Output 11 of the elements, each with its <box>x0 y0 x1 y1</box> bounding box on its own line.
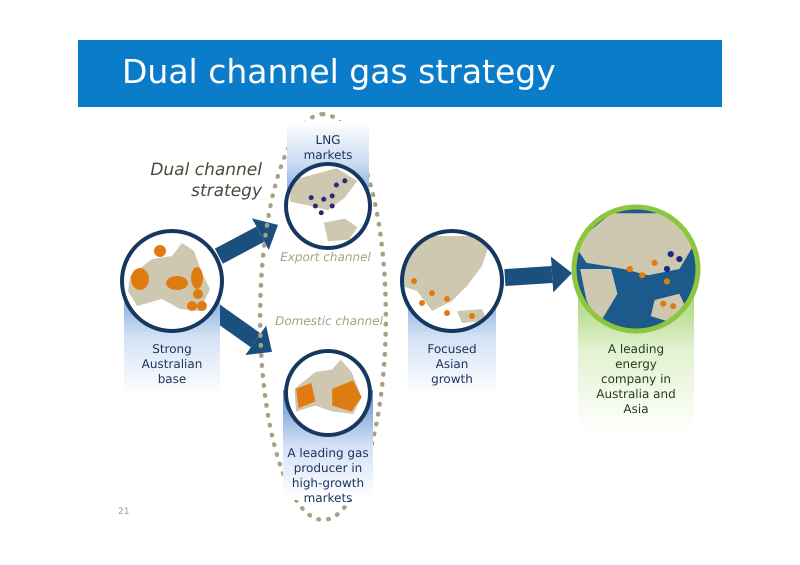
node-label: LNG markets <box>302 133 354 163</box>
strategy-caption: Dual channel strategy <box>150 160 262 202</box>
node-label: Focused Asian growth <box>426 342 478 387</box>
node-label: A leading gas producer in high-growth markets <box>286 446 370 506</box>
page-number: 21 <box>118 506 130 519</box>
title: Dual channel gas strategy <box>122 52 556 92</box>
node-label: Strong Australian base <box>140 342 204 387</box>
node-label: A leading energy company in Australia and Asia <box>595 342 677 417</box>
channel-caption: Domestic channel <box>274 313 384 330</box>
channel-caption: Export channel <box>279 249 372 266</box>
block-arrow <box>504 256 572 292</box>
